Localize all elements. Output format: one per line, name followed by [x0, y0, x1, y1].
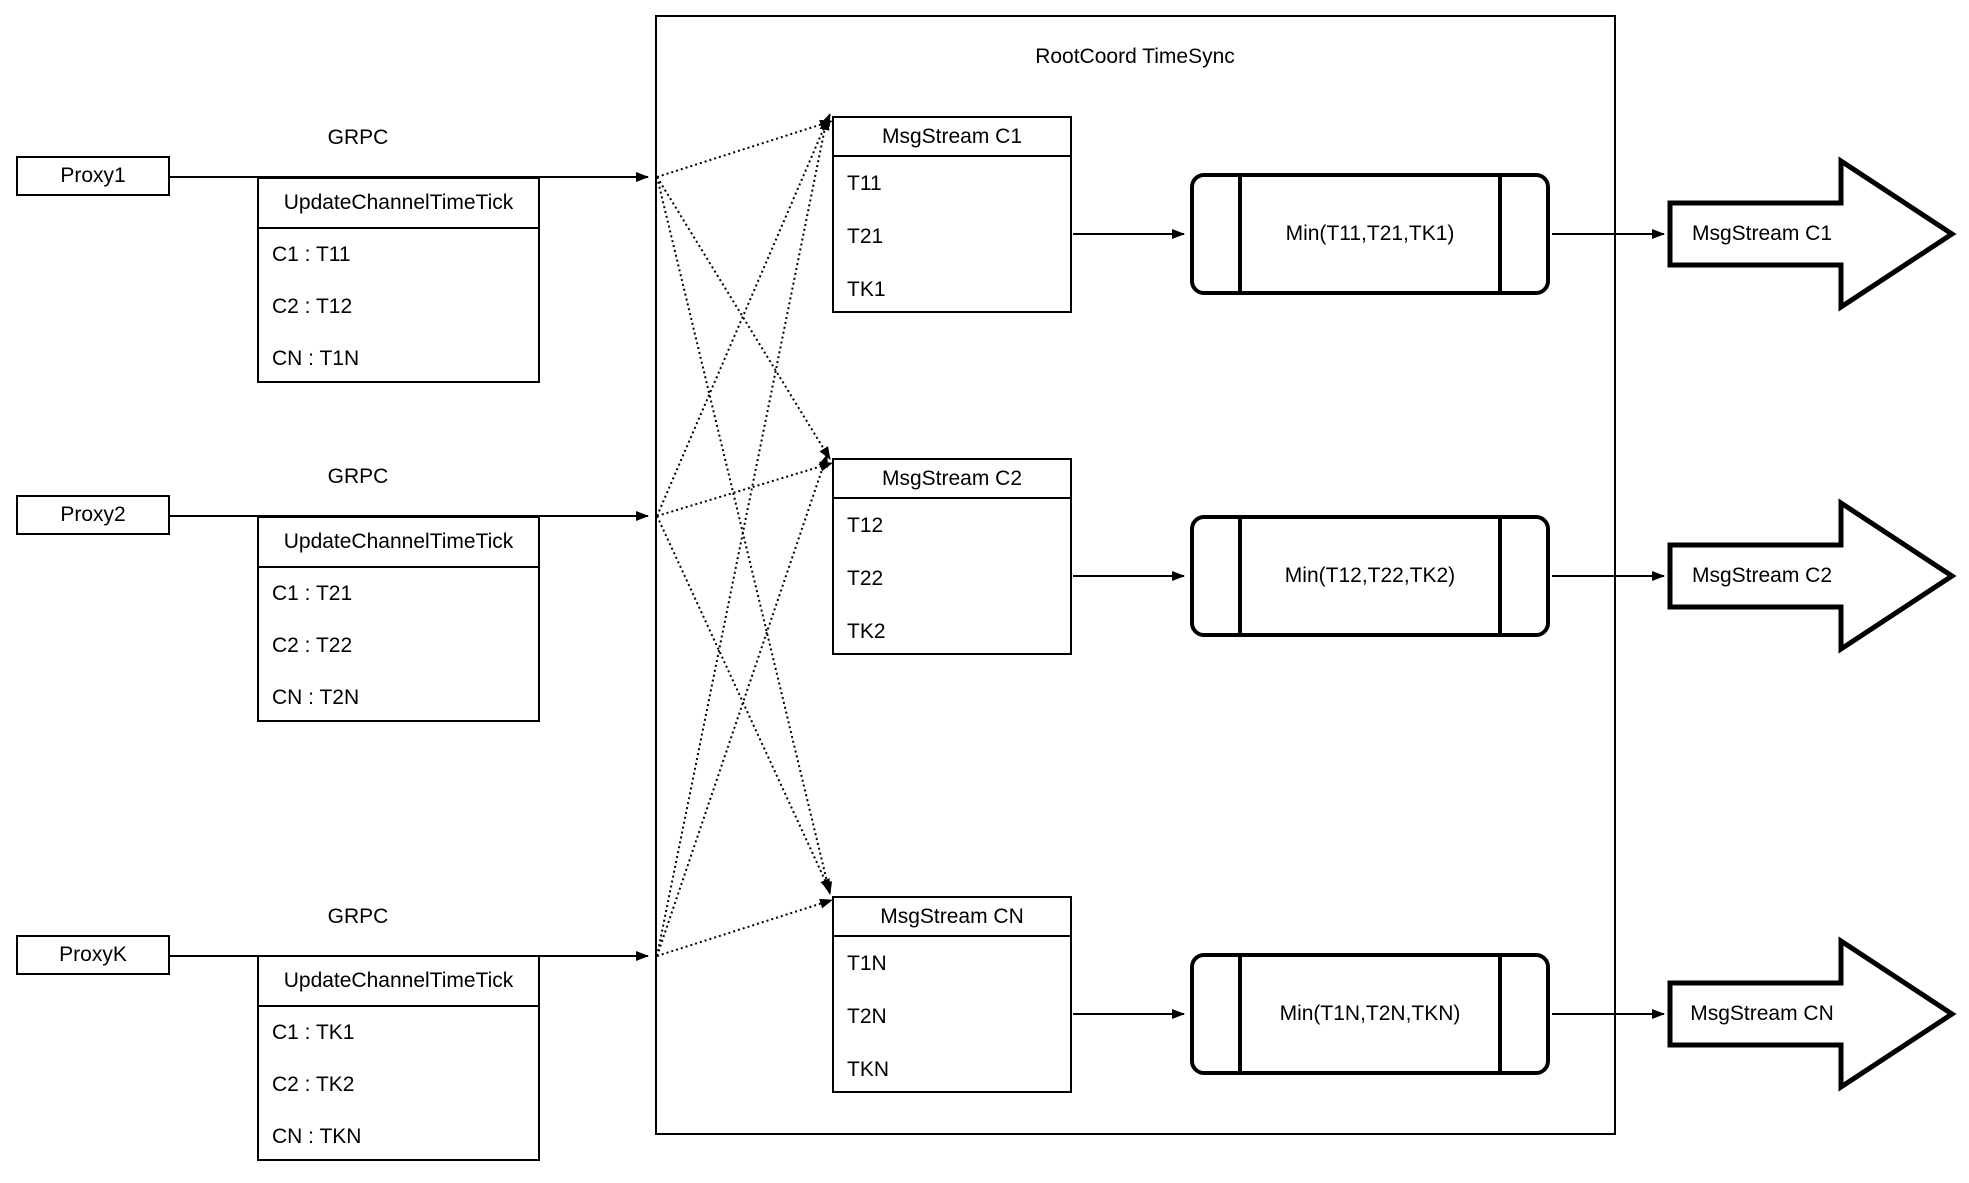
- update-channel-table-k: UpdateChannelTimeTick C1 : TK1 C2 : TK2 …: [257, 955, 540, 1161]
- divider-line: [1238, 519, 1242, 633]
- divider-line: [1498, 177, 1502, 291]
- table-row: C2 : TK2: [272, 1073, 355, 1096]
- min-box-c2: Min(T12,T22,TK2): [1190, 515, 1550, 637]
- divider-line: [1498, 519, 1502, 633]
- table-row: TK1: [847, 277, 886, 301]
- divider-line: [1238, 177, 1242, 291]
- proxy-box-2: Proxy2: [16, 495, 170, 535]
- output-arrow-label: MsgStream C1: [1691, 222, 1833, 245]
- update-channel-table-2: UpdateChannelTimeTick C1 : T21 C2 : T22 …: [257, 516, 540, 722]
- min-box-c1: Min(T11,T21,TK1): [1190, 173, 1550, 295]
- table-row: T1N: [847, 951, 887, 975]
- table-row: TKN: [847, 1057, 889, 1081]
- table-row: CN : TKN: [272, 1125, 362, 1148]
- table-row: C1 : T21: [272, 582, 353, 605]
- proxy-box-k: ProxyK: [16, 935, 170, 975]
- table-row: T21: [847, 224, 884, 248]
- table-header: MsgStream CN: [834, 898, 1070, 937]
- divider-line: [1238, 957, 1242, 1071]
- table-row: C2 : T22: [272, 634, 353, 657]
- table-row: C2 : T12: [272, 295, 353, 318]
- grpc-label-k: GRPC: [327, 905, 389, 928]
- table-row: CN : T1N: [272, 347, 360, 370]
- msgstream-table-c1: MsgStream C1 T11 T21 TK1: [832, 116, 1072, 313]
- proxy-label: ProxyK: [59, 943, 127, 966]
- proxy-label: Proxy1: [60, 164, 126, 187]
- min-label: Min(T11,T21,TK1): [1285, 222, 1455, 245]
- table-header: UpdateChannelTimeTick: [259, 518, 538, 568]
- output-arrow-label: MsgStream CN: [1690, 1002, 1834, 1025]
- table-row: TK2: [847, 619, 886, 643]
- proxy-box-1: Proxy1: [16, 156, 170, 196]
- table-header: MsgStream C2: [834, 460, 1070, 499]
- table-row: C1 : T11: [272, 243, 351, 266]
- table-row: C1 : TK1: [272, 1021, 355, 1044]
- msgstream-table-c2: MsgStream C2 T12 T22 TK2: [832, 458, 1072, 655]
- min-box-cn: Min(T1N,T2N,TKN): [1190, 953, 1550, 1075]
- table-header: UpdateChannelTimeTick: [259, 179, 538, 229]
- min-label: Min(T12,T22,TK2): [1284, 564, 1456, 587]
- table-row: T11: [847, 171, 882, 195]
- table-row: CN : T2N: [272, 686, 360, 709]
- table-header: MsgStream C1: [834, 118, 1070, 157]
- output-arrow-label: MsgStream C2: [1691, 564, 1833, 587]
- msgstream-table-cn: MsgStream CN T1N T2N TKN: [832, 896, 1072, 1093]
- table-header: UpdateChannelTimeTick: [259, 957, 538, 1007]
- update-channel-table-1: UpdateChannelTimeTick C1 : T11 C2 : T12 …: [257, 177, 540, 383]
- table-row: T12: [847, 513, 884, 537]
- table-row: T2N: [847, 1004, 887, 1028]
- rootcoord-title: RootCoord TimeSync: [1035, 45, 1235, 68]
- min-label: Min(T1N,T2N,TKN): [1279, 1002, 1461, 1025]
- table-row: T22: [847, 566, 884, 590]
- divider-line: [1498, 957, 1502, 1071]
- grpc-label-2: GRPC: [327, 465, 389, 488]
- proxy-label: Proxy2: [60, 503, 126, 526]
- grpc-label-1: GRPC: [327, 126, 389, 149]
